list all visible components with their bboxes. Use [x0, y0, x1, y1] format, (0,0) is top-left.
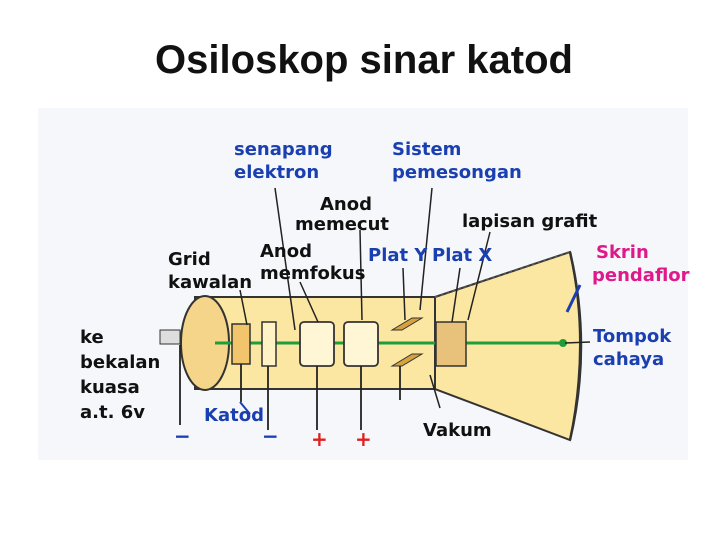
label-supply-1: ke: [80, 327, 104, 348]
label-katod: Katod: [204, 405, 264, 426]
label-plat-y: Plat Y: [368, 245, 428, 266]
label-skrin-2: pendaflor: [592, 265, 690, 286]
plate-y-top: [390, 317, 424, 331]
label-lapisan-grafit: lapisan grafit: [462, 211, 598, 232]
cathode: [231, 323, 251, 365]
label-senapang-2: elektron: [234, 162, 319, 183]
focusing-anode: [299, 321, 335, 367]
label-senapang-1: senapang: [234, 139, 333, 160]
terminal-minus-2: −: [262, 424, 279, 448]
lead-wires: [179, 345, 401, 430]
accelerating-anode: [343, 321, 379, 367]
label-sistem-1: Sistem: [392, 139, 461, 160]
label-tompok-2: cahaya: [593, 349, 664, 370]
supply-connector: [159, 329, 181, 345]
label-anod-memfokus-2: memfokus: [260, 263, 365, 284]
terminal-plus-1: +: [311, 427, 328, 451]
label-plat-x: Plat X: [432, 245, 492, 266]
label-vakum: Vakum: [423, 420, 492, 441]
label-anod-memecut-2: memecut: [295, 214, 389, 235]
screen-surface: [568, 251, 583, 441]
terminal-plus-2: +: [355, 427, 372, 451]
page-title: Osiloskop sinar katod: [155, 38, 573, 82]
katod-pointer: [239, 401, 251, 415]
plate-x: [435, 321, 467, 367]
label-supply-3: kuasa: [80, 377, 140, 398]
label-anod-memfokus-1: Anod: [260, 241, 312, 262]
screen-pointer: [565, 284, 582, 313]
label-anod-memecut-1: Anod: [320, 194, 372, 215]
diagram-background: [38, 108, 688, 460]
label-supply-2: bekalan: [80, 352, 160, 373]
label-skrin-1: Skrin: [596, 242, 649, 263]
label-grid-1: Grid: [168, 249, 211, 270]
pointer-lines: [239, 187, 591, 409]
plate-y-bottom: [390, 353, 424, 367]
label-tompok-1: Tompok: [593, 326, 672, 347]
control-grid: [261, 321, 277, 367]
label-grid-2: kawalan: [168, 272, 252, 293]
label-supply-4: a.t. 6v: [80, 402, 145, 423]
light-spot: [559, 339, 567, 347]
terminal-minus-1: −: [174, 424, 191, 448]
label-sistem-2: pemesongan: [392, 162, 522, 183]
